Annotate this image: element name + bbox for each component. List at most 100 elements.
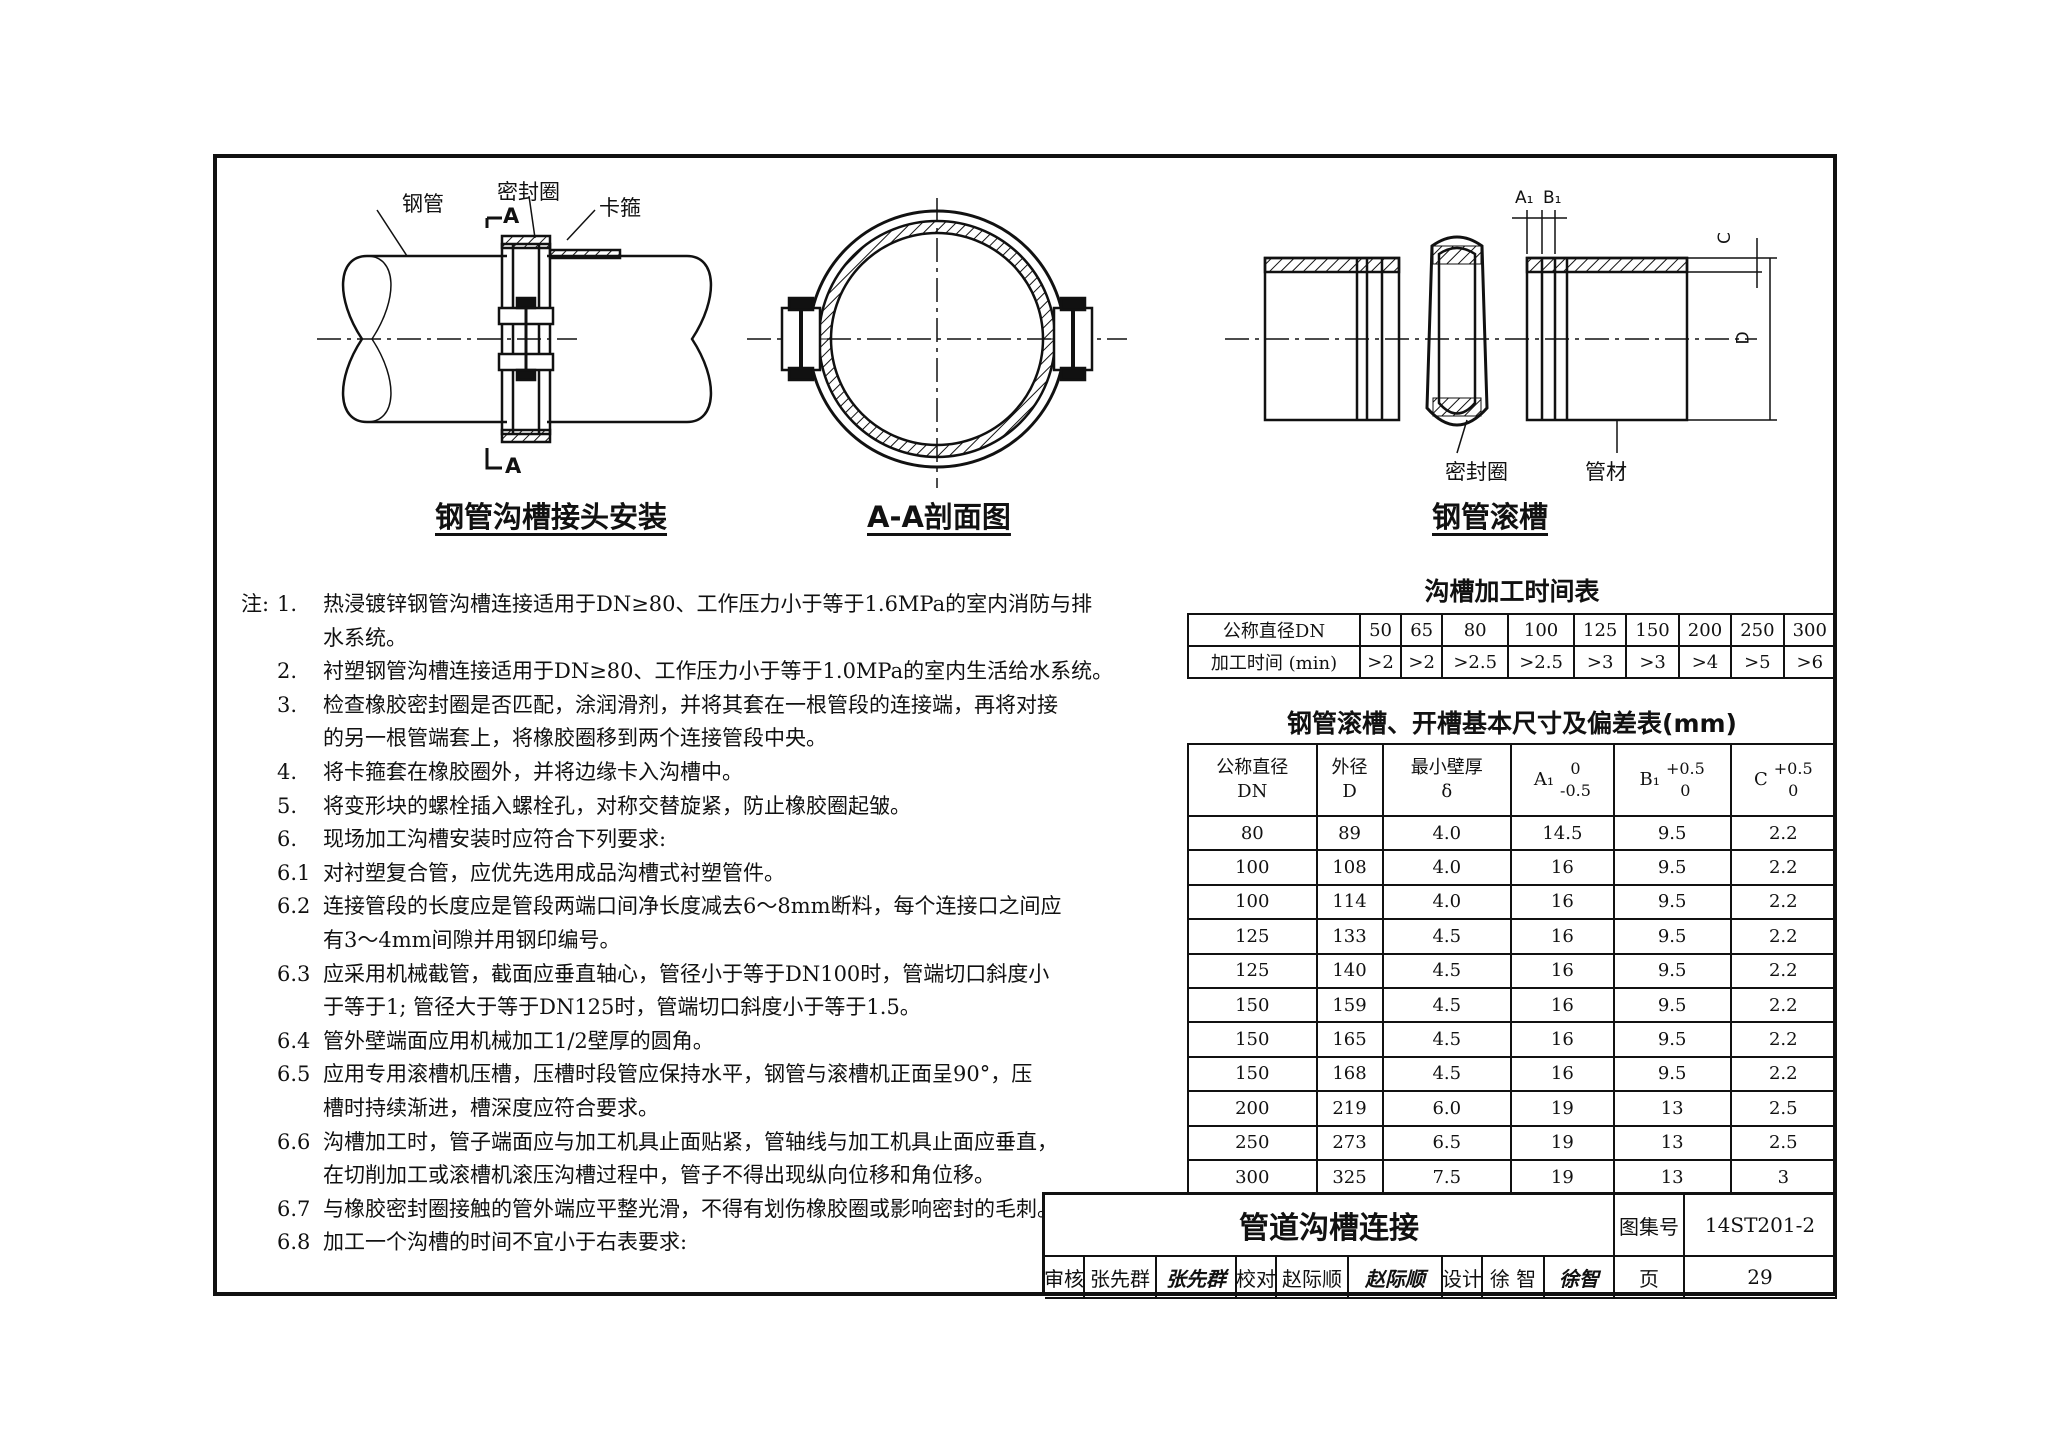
time-table-time-cell: >6 <box>1782 645 1838 679</box>
note-number <box>277 1092 323 1126</box>
note-indent <box>241 857 277 891</box>
dim-table-cell: 19 <box>1510 1124 1615 1161</box>
dim-table-cell: 3 <box>1729 1158 1838 1196</box>
note-text: 于等于1; 管径大于等于DN125时，管端切口斜度小于等于1.5。 <box>323 995 921 1020</box>
dim-b1: B₁ <box>1543 188 1562 208</box>
dim-table-cell: 13 <box>1612 1124 1732 1161</box>
dim-header-line: D <box>1342 781 1357 802</box>
note-indent <box>241 1193 277 1227</box>
note-indent <box>241 991 277 1025</box>
time-table-time-cell: >3 <box>1572 645 1628 679</box>
note-number <box>277 924 323 958</box>
section-mark-top: A <box>503 204 520 228</box>
groove-drawing <box>1225 210 1777 454</box>
check-label: 校对 <box>1236 1257 1277 1299</box>
dim-table-cell: 16 <box>1510 883 1615 921</box>
time-table-time-cell: >2 <box>1358 645 1403 679</box>
dim-table-cell: 89 <box>1315 814 1384 852</box>
dim-table-cell: 9.5 <box>1612 986 1732 1024</box>
caption-section: A-A剖面图 <box>867 500 1011 534</box>
page-number: 29 <box>1685 1257 1837 1299</box>
section-drawing <box>747 198 1127 488</box>
time-table-time-cell: >2.5 <box>1441 645 1510 679</box>
dim-table-cell: 9.5 <box>1612 883 1732 921</box>
design-name: 徐 智 <box>1483 1257 1545 1299</box>
time-table-dn-cell: 100 <box>1507 613 1575 647</box>
dim-table-cell: 114 <box>1315 883 1384 921</box>
note-line: 于等于1; 管径大于等于DN125时，管端切口斜度小于等于1.5。 <box>241 991 1191 1025</box>
label-groove-seal: 密封圈 <box>1445 460 1508 484</box>
atlas-number: 14ST201-2 <box>1685 1195 1837 1257</box>
note-text: 有3～4mm间隙并用钢印编号。 <box>323 927 621 952</box>
note-indent <box>241 1226 277 1260</box>
dim-table-cell: 4.0 <box>1381 883 1513 921</box>
notes-prefix: 注: <box>241 592 270 616</box>
dim-a1: A₁ <box>1515 188 1534 208</box>
dim-table-cell: 9.5 <box>1612 918 1732 955</box>
note-text: 在切削加工或滚槽机滚压沟槽过程中，管子不得出现纵向位移和角位移。 <box>323 1163 995 1188</box>
review-name: 张先群 <box>1085 1257 1157 1299</box>
time-table-dn-cell: 300 <box>1782 613 1838 647</box>
dim-table-cell: 273 <box>1315 1124 1384 1161</box>
dim-table-cell: 2.2 <box>1729 986 1838 1024</box>
note-text: 应用专用滚槽机压槽，压槽时段管应保持水平，钢管与滚槽机正面呈90°，压 <box>323 1062 1033 1087</box>
note-indent <box>241 1159 277 1193</box>
dim-table-cell: 100 <box>1187 849 1318 886</box>
note-line: 有3～4mm间隙并用钢印编号。 <box>241 924 1191 958</box>
dim-table-cell: 2.2 <box>1729 883 1838 921</box>
dim-c: C <box>1714 232 1735 244</box>
dim-table-cell: 4.5 <box>1381 1055 1513 1093</box>
dim-table-cell: 16 <box>1510 986 1615 1024</box>
title-block: 管道沟槽连接 图集号 14ST201-2 审核 张先群 张先群 校对 赵际顺 赵… <box>1042 1192 1837 1299</box>
dim-table-cell: 150 <box>1187 1021 1318 1058</box>
dim-table-cell: 2.2 <box>1729 1021 1838 1058</box>
design-signature: 徐智 <box>1545 1257 1615 1299</box>
dim-d: D <box>1733 331 1754 345</box>
label-clamp: 卡箍 <box>599 196 641 220</box>
note-number: 6.4 <box>277 1028 311 1053</box>
dim-table-cell: 300 <box>1187 1158 1318 1196</box>
dim-table-cell: 13 <box>1612 1158 1732 1196</box>
note-text: 现场加工沟槽安装时应符合下列要求: <box>323 827 667 852</box>
dim-table-cell: 9.5 <box>1612 1055 1732 1093</box>
dim-header-line: 公称直径 <box>1216 757 1289 778</box>
time-table-dn-cell: 65 <box>1400 613 1444 647</box>
note-indent <box>241 823 277 857</box>
note-indent <box>241 1058 277 1092</box>
dim-table-cell: 165 <box>1315 1021 1384 1058</box>
note-line: 4.将卡箍套在橡胶圈外，并将边缘卡入沟槽中。 <box>241 756 1191 790</box>
dim-table-cell: 9.5 <box>1612 952 1732 989</box>
note-number <box>277 622 323 656</box>
note-line: 在切削加工或滚槽机滚压沟槽过程中，管子不得出现纵向位移和角位移。 <box>241 1159 1191 1193</box>
check-signature: 赵际顺 <box>1349 1257 1443 1299</box>
time-table-time-cell: >3 <box>1625 645 1680 679</box>
dim-table-cell: 4.5 <box>1381 918 1513 955</box>
dim-table-cell: 16 <box>1510 952 1615 989</box>
note-line: 6.现场加工沟槽安装时应符合下列要求: <box>241 823 1191 857</box>
dim-header-tolerance: 0 <box>1788 781 1799 800</box>
note-indent <box>241 655 277 689</box>
review-signature: 张先群 <box>1157 1257 1237 1299</box>
dim-table-cell: 100 <box>1187 883 1318 921</box>
time-table-dn-cell: 80 <box>1441 613 1510 647</box>
note-text: 管外壁端面应用机械加工1/2壁厚的圆角。 <box>323 1028 714 1053</box>
dim-table-cell: 150 <box>1187 986 1318 1024</box>
check-name: 赵际顺 <box>1277 1257 1349 1299</box>
note-text: 对衬塑复合管，应优先选用成品沟槽式衬塑管件。 <box>323 860 785 885</box>
note-indent <box>241 958 277 992</box>
